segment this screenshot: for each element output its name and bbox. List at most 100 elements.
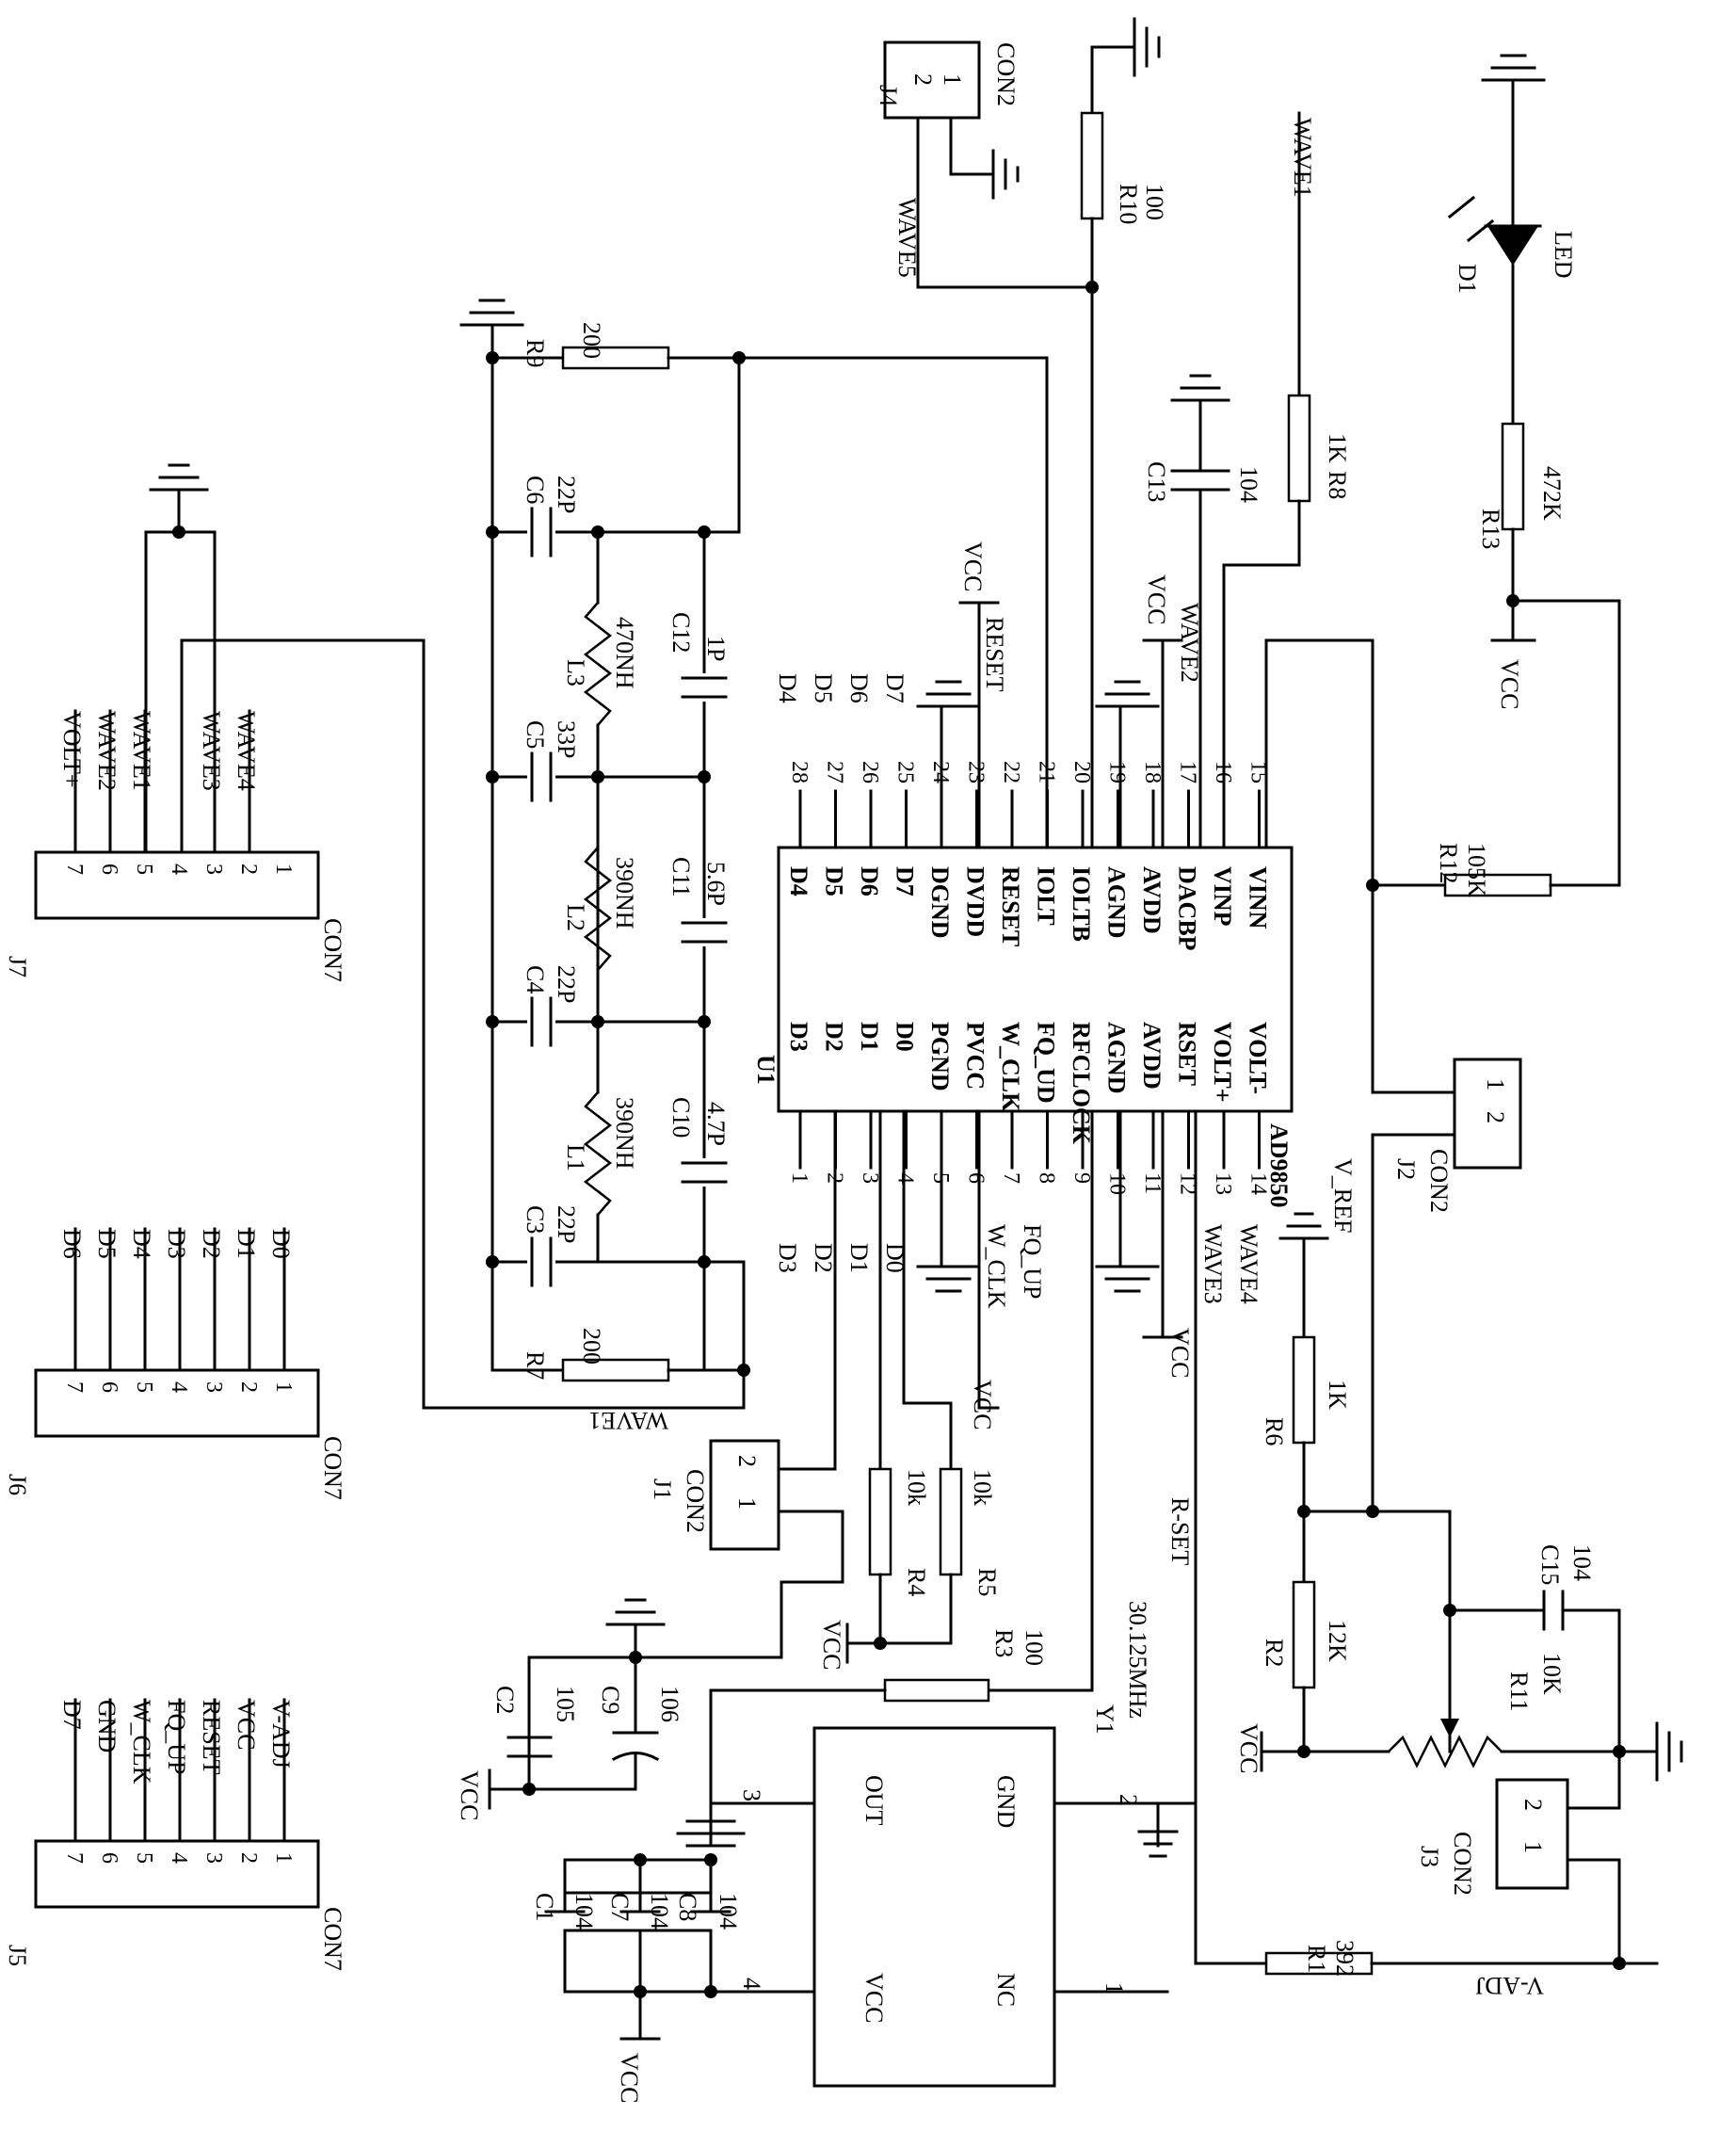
net-vcc-r2: VCC	[1235, 1723, 1262, 1773]
ic-pin-3-name: D1	[856, 1022, 883, 1052]
label-c11-value: 5.6P	[702, 862, 730, 906]
c13-network	[1170, 374, 1230, 849]
label-j1: J1	[649, 1478, 676, 1500]
r8-network	[1222, 111, 1311, 849]
label-r6-value: 1K	[1324, 1380, 1351, 1410]
top-power	[916, 601, 1183, 849]
net-vref: V_REF	[1329, 1158, 1357, 1233]
ic-pin-12-name: RSET	[1174, 1022, 1201, 1086]
ic-pin-23-name: DVDD	[962, 866, 989, 937]
label-j2: J2	[1392, 1158, 1420, 1180]
net-wclk: W_CLK	[983, 1224, 1010, 1309]
ic-pin-19-number: 19	[1105, 761, 1130, 783]
ic-pin-20-name: IOLTB	[1068, 866, 1095, 942]
net-vcc-23: VCC	[959, 541, 987, 591]
label-c3-value: 22P	[553, 1205, 580, 1243]
ic-pin-6-number: 6	[964, 1172, 989, 1184]
ic-pin-5-name: PGND	[926, 1022, 954, 1091]
j5-pin-3: 3	[201, 1852, 226, 1864]
osc-num4: 4	[738, 1978, 765, 1990]
label-c4: C4	[522, 965, 549, 993]
label-j4-pin2: 2	[909, 73, 937, 86]
label-r12-value: 105K	[1463, 843, 1490, 897]
net-vadj: V-ADJ	[1475, 1972, 1544, 1999]
ic-pins-left: 1D32D23D14D05PGND6PVCC7W_CLK8FQ_UD9RFCLO…	[785, 1022, 1272, 1195]
cap-c3	[527, 1236, 555, 1287]
label-j2-pin1: 1	[1482, 1078, 1509, 1090]
osc-num3: 3	[738, 1789, 765, 1801]
label-r7: R7	[522, 1351, 549, 1380]
j5-pin-4: 4	[167, 1852, 191, 1864]
j6-pin-2: 2	[236, 1381, 261, 1393]
ic-pin-13-name: VOLT+	[1209, 1022, 1236, 1103]
osc-num1: 1	[1101, 1982, 1128, 1995]
j6-net-6: D5	[93, 1229, 121, 1259]
net-wave5: WAVE5	[893, 198, 921, 278]
label-c9-value: 106	[656, 1686, 683, 1722]
ic-pin-15-name: VINN	[1245, 866, 1272, 929]
label-l2-value: 390NH	[611, 857, 638, 929]
label-c9: C9	[597, 1686, 624, 1714]
net-reset-ic: RESET	[981, 617, 1008, 692]
label-r2-value: 12K	[1324, 1620, 1351, 1662]
cap-c5	[527, 751, 555, 802]
decoupling-c2-c9	[488, 1598, 666, 1810]
label-j1-pin1: 1	[733, 1497, 761, 1510]
label-j1-type: CON2	[682, 1469, 709, 1533]
label-r3: R3	[990, 1629, 1018, 1657]
label-r11: R11	[1505, 1672, 1533, 1711]
ic-pin-9-number: 9	[1069, 1172, 1094, 1184]
label-r13-value: 472K	[1538, 466, 1566, 521]
ic-pin-11-name: AVDD	[1138, 1022, 1165, 1090]
label-c1-value: 104	[571, 1893, 598, 1930]
ic-pin-10-number: 10	[1105, 1172, 1130, 1195]
net-vcc-11: VCC	[1166, 1328, 1194, 1378]
net-d3: D3	[774, 1243, 801, 1273]
net-d6: D6	[845, 673, 873, 703]
j5-net-3: RESET	[198, 1700, 225, 1775]
net-d1: D1	[845, 1243, 873, 1273]
j5-type: CON7	[319, 1907, 346, 1971]
ic-pin-19-name: AGND	[1103, 866, 1131, 939]
label-c1: C1	[531, 1893, 558, 1921]
label-c7-value: 104	[646, 1893, 673, 1930]
ic-pin-23-number: 23	[964, 761, 989, 783]
label-r6: R6	[1261, 1417, 1288, 1445]
ic-ref-label: U1	[752, 1055, 780, 1085]
ground-symbol-j7	[149, 463, 209, 492]
label-r4-value: 10k	[903, 1469, 930, 1506]
j7-pin-1: 1	[271, 864, 296, 875]
j5-net-4: FQ_UP	[163, 1700, 190, 1774]
ic-pin-25-name: D7	[892, 866, 919, 896]
label-y1: Y1	[1091, 1704, 1118, 1735]
j6-type: CON7	[319, 1436, 346, 1500]
net-vcc-r4: VCC	[818, 1620, 845, 1670]
ic-pin-18-name: AVDD	[1138, 866, 1165, 934]
ic-pin-3-number: 3	[858, 1172, 882, 1184]
connector-j2	[1371, 1058, 1522, 1513]
j5-net-2: VCC	[233, 1700, 260, 1750]
ic-ad9850: AD9850 U1 1D32D23D14D05PGND6PVCC7W_CLK8F…	[752, 761, 1294, 1208]
ic-pin-17-number: 17	[1176, 761, 1200, 783]
label-j4: J4	[875, 85, 902, 106]
net-vcc-18: VCC	[1143, 574, 1170, 624]
j5-net-1: V-ADJ	[267, 1700, 295, 1768]
label-c6-value: 22P	[553, 476, 580, 513]
svg-text:R9: R9	[522, 339, 549, 367]
label-c10-value: 4.7P	[702, 1102, 730, 1146]
ic-part-label: AD9850	[1265, 1123, 1293, 1208]
ic-pin-17-name: DACBP	[1174, 866, 1201, 951]
label-c7: C7	[606, 1893, 634, 1921]
label-r5: R5	[973, 1568, 1001, 1596]
j5-ref: J5	[4, 1945, 31, 1966]
j6-pin-1: 1	[271, 1381, 296, 1393]
label-r7-value: 200	[578, 1328, 605, 1365]
label-r10: R10	[1115, 184, 1142, 224]
osc-pin-gnd: GND	[992, 1775, 1020, 1828]
label-c2: C2	[491, 1686, 519, 1714]
label-r8: R8	[1324, 471, 1351, 499]
j6-pin-6: 6	[97, 1381, 121, 1393]
j6-net-3: D2	[198, 1229, 225, 1259]
